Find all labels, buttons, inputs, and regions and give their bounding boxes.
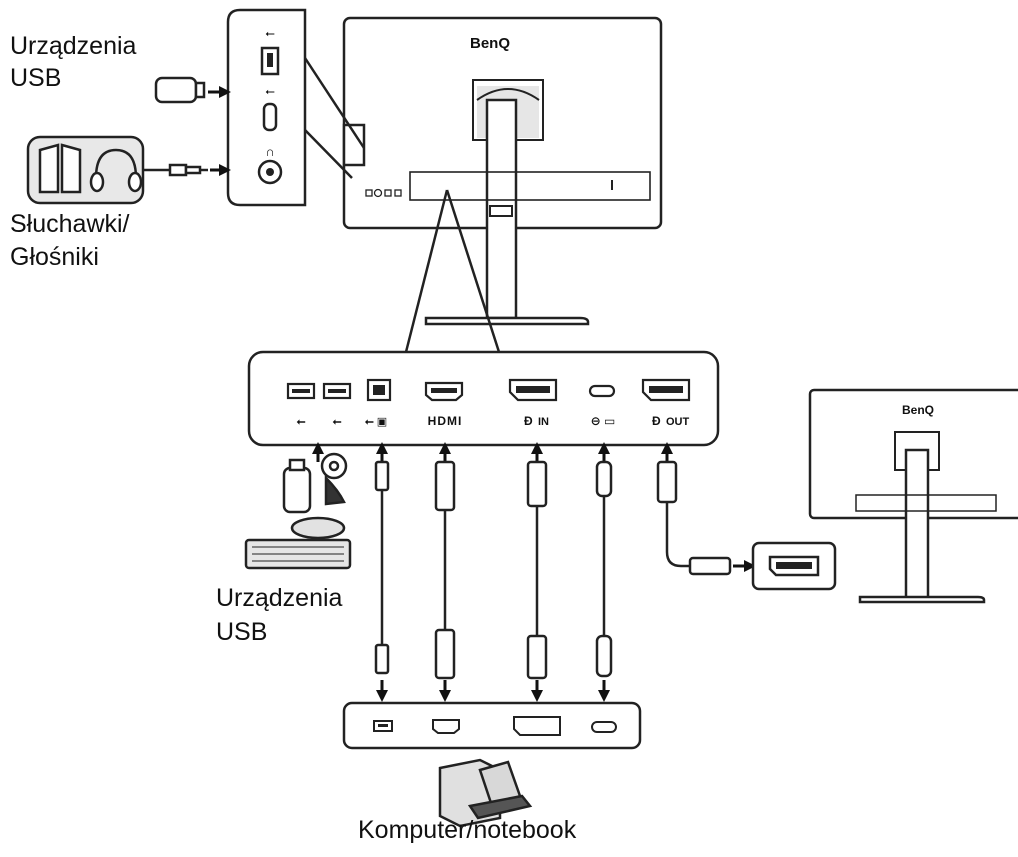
usb-devices-top-label-line2: USB — [10, 64, 62, 92]
dp-in-symbol-icon: Ð — [524, 414, 533, 428]
hdmi-port-label: HDMI — [428, 414, 463, 428]
usb-a-symbol-icon: ⭠ — [265, 26, 275, 40]
dp-in-port-label: IN — [538, 416, 549, 428]
side-port-panel — [226, 8, 307, 207]
main-monitor — [342, 16, 663, 326]
second-monitor-dp-port — [751, 541, 837, 591]
headphone-symbol-icon: ∩ — [265, 144, 274, 159]
zoom-callout-lines — [303, 57, 501, 353]
speakers-headphones-icon — [26, 135, 145, 205]
computer-notebook-icon — [438, 758, 533, 828]
arrows-into-rear-panel — [312, 442, 673, 462]
headphones-label-line1: Słuchawki/ — [10, 210, 130, 238]
monitor-brand-label: BenQ — [470, 35, 510, 52]
usbc-laptop-symbol-icon: ⊖ ▭ — [591, 414, 616, 428]
rear-port-panel — [247, 350, 720, 447]
audio-cable — [144, 163, 208, 177]
usb-b-symbol-icon: ⭠ ▣ — [365, 416, 387, 428]
usb-a-1-symbol-icon: ⭠ — [297, 416, 306, 428]
usb-a-2-symbol-icon: ⭠ — [333, 416, 342, 428]
usb-stick-top-icon — [154, 76, 206, 104]
second-monitor-brand-label: BenQ — [902, 403, 934, 417]
second-monitor — [808, 388, 1018, 604]
usb-devices-top-label-line1: Urządzenia — [10, 32, 137, 60]
headphones-label-line2: Głośniki — [10, 243, 99, 271]
dp-out-symbol-icon: Ð — [652, 414, 661, 428]
usb-devices-bottom-icon — [244, 452, 352, 570]
computer-port-panel — [342, 701, 642, 750]
usb-devices-bottom-label-line1: Urządzenia — [216, 584, 343, 612]
arrows-into-computer — [376, 560, 756, 702]
usb-c-symbol-icon: ⭠ — [265, 84, 275, 98]
cables — [374, 460, 732, 680]
dp-out-port-label: OUT — [666, 416, 690, 428]
computer-label: Komputer/notebook — [358, 816, 577, 844]
usb-devices-bottom-label-line2: USB — [216, 618, 268, 646]
side-usb-icons: ⭠ ⭠ ∩ — [265, 26, 275, 159]
rear-port-labels: ⭠ ⭠ ⭠ ▣ HDMI Ð IN ⊖ ▭ Ð OUT — [297, 414, 690, 428]
